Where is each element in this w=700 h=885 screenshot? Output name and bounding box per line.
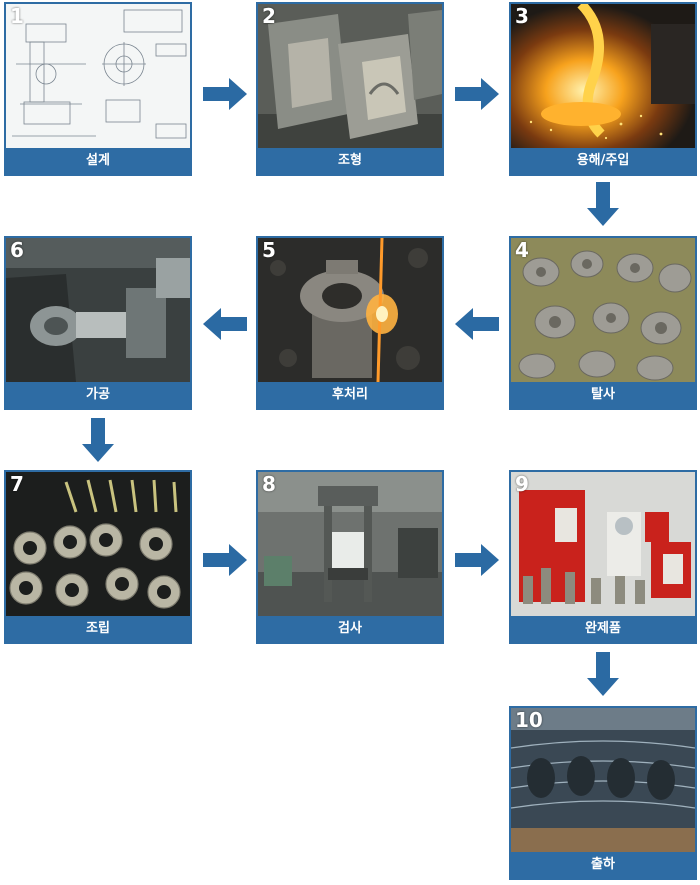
step-photo-products [511, 472, 695, 616]
step-photo-molds [258, 4, 442, 148]
step-shipment: 10 출하 [509, 706, 697, 880]
step-photo-molten-metal [511, 4, 695, 148]
arrow-left-icon [203, 308, 247, 340]
arrow-down-icon [587, 652, 619, 696]
step-label: 후처리 [258, 382, 442, 408]
step-photo-castings [511, 238, 695, 382]
arrow-left-icon [455, 308, 499, 340]
arrow-down-icon [587, 182, 619, 226]
step-design: 1 설계 [4, 2, 192, 176]
step-molding: 2 조형 [256, 2, 444, 176]
step-number: 4 [515, 238, 529, 262]
step-label: 완제품 [511, 616, 695, 642]
step-number: 7 [10, 472, 24, 496]
step-photo-test-press [258, 472, 442, 616]
step-finishing: 5 후처리 [256, 236, 444, 410]
step-label: 탈사 [511, 382, 695, 408]
step-shakeout: 4 탈사 [509, 236, 697, 410]
step-label: 가공 [6, 382, 190, 408]
step-machining: 6 가공 [4, 236, 192, 410]
step-label: 설계 [6, 148, 190, 174]
step-photo-lathe [6, 238, 190, 382]
step-photo-drawing [6, 4, 190, 148]
step-photo-grinding [258, 238, 442, 382]
step-label: 조형 [258, 148, 442, 174]
step-number: 10 [515, 708, 543, 732]
step-number: 1 [10, 4, 24, 28]
step-label: 조립 [6, 616, 190, 642]
step-number: 5 [262, 238, 276, 262]
step-number: 6 [10, 238, 24, 262]
arrow-right-icon [455, 544, 499, 576]
step-pouring: 3 용해/주입 [509, 2, 697, 176]
step-finished-product: 9 완제품 [509, 470, 697, 644]
step-label: 검사 [258, 616, 442, 642]
arrow-right-icon [455, 78, 499, 110]
step-number: 8 [262, 472, 276, 496]
step-assembly: 7 조립 [4, 470, 192, 644]
step-label: 용해/주입 [511, 148, 695, 174]
step-number: 9 [515, 472, 529, 496]
step-label: 출하 [511, 852, 695, 878]
arrow-down-icon [82, 418, 114, 462]
step-inspection: 8 검사 [256, 470, 444, 644]
arrow-right-icon [203, 544, 247, 576]
arrow-right-icon [203, 78, 247, 110]
step-number: 3 [515, 4, 529, 28]
step-number: 2 [262, 4, 276, 28]
step-photo-wrapped-pallet [511, 708, 695, 852]
step-photo-valve-parts [6, 472, 190, 616]
